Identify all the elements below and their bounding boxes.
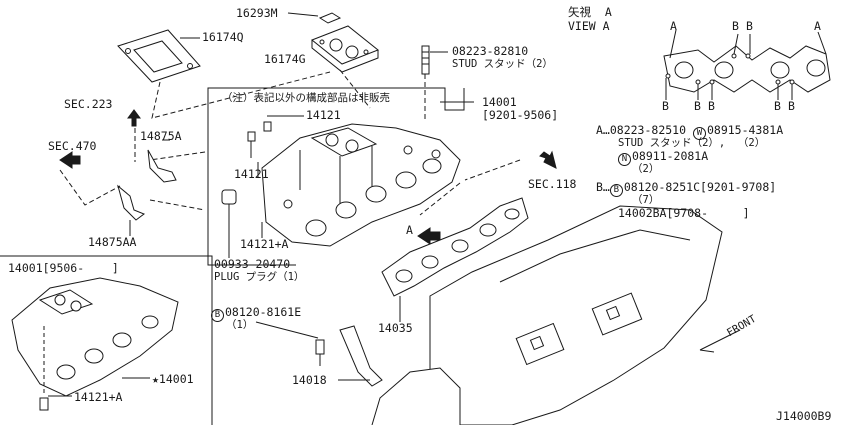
label-16293m: 16293M [236, 6, 278, 20]
legend-w-qty: （2） [737, 137, 766, 149]
view-a-callout-a2: A [814, 19, 821, 33]
legend-a-pn: 08223-82510 [609, 123, 687, 137]
label-sec223[interactable]: SEC.223 [64, 97, 113, 111]
label-14035: 14035 [378, 321, 413, 335]
legend-b-date: [9201-9708] [700, 180, 777, 194]
legend-b-pn: 08120-8251C [623, 180, 701, 194]
view-a-title-en: VIEW A [568, 19, 610, 33]
label-plug-desc: PLUG プラグ（1） [214, 271, 305, 283]
stud-08223-82810[interactable] [421, 45, 430, 75]
label-14875a: 14875A [140, 129, 182, 143]
view-a-callout-b3: B [662, 99, 669, 113]
legend-n-qty: （2） [632, 163, 660, 175]
legend-b-alt: 14002BA[9708- ] [618, 206, 750, 220]
gasket-14035[interactable] [381, 197, 529, 297]
label-stud-desc: STUD スタッド（2） [452, 58, 553, 70]
view-a-title-jp: 矢視 A [568, 5, 612, 19]
inset-frame [0, 255, 213, 425]
bolt-14121-mid[interactable] [247, 131, 256, 158]
insulator-16174g[interactable] [311, 25, 379, 73]
diagram-code: J14000B9 [776, 409, 832, 423]
label-sec118[interactable]: SEC.118 [528, 177, 577, 191]
label-16174g: 16174G [264, 52, 306, 66]
hose-14875aa[interactable] [117, 184, 146, 221]
bolt-pn: 08120-8161E [225, 305, 302, 319]
sec118-arrow[interactable] [539, 150, 557, 169]
view-a-gasket[interactable] [663, 45, 831, 93]
intake-manifold-14001[interactable] [261, 123, 461, 247]
view-a-arrow[interactable] [417, 227, 441, 245]
main-assembly-frame [207, 87, 465, 266]
bolt-mark-b: B [211, 309, 224, 322]
label-sec470[interactable]: SEC.470 [48, 139, 97, 153]
label-14875aa: 14875AA [88, 235, 137, 249]
part-16293m[interactable] [318, 12, 342, 24]
front-arrow [699, 329, 741, 353]
label-stud-pn: 08223-82810 [452, 44, 529, 58]
legend-n-mark: N [618, 153, 631, 166]
view-a-callout-a1: A [670, 19, 677, 33]
view-a-callout-b4: B [694, 99, 701, 113]
label-arrow-a: A [406, 223, 413, 237]
inset-manifold-14001[interactable] [11, 277, 179, 411]
legend-b-mark: B [609, 184, 623, 197]
view-a-callout-b5: B [708, 99, 715, 113]
label-16174q: 16174Q [202, 30, 244, 44]
legend-b-qty: （7） [632, 194, 660, 206]
view-a-callout-b7: B [788, 99, 795, 113]
sec470-arrow[interactable] [59, 151, 81, 169]
legend-a-label: A… [596, 123, 610, 137]
legend-w-pn: 08915-4381A [706, 123, 784, 137]
label-14121-mid: 14121 [234, 167, 269, 181]
bolt-14121-top[interactable] [263, 115, 272, 132]
inset-label-14001: ★14001 [152, 372, 194, 386]
label-bolt-qty: （1） [226, 319, 254, 331]
bracket-14018[interactable] [339, 325, 383, 387]
legend-a-desc-text: STUD スタッド（2）, [618, 137, 726, 149]
inset-label-14121a: 14121+A [74, 390, 123, 404]
sec223-arrow[interactable] [127, 109, 141, 127]
legend-w-mark: W [692, 127, 706, 140]
inset-title: 14001[9506- ] [8, 261, 119, 275]
label-14121a: 14121+A [240, 237, 289, 251]
hose-14875a[interactable] [147, 149, 177, 183]
legend-n-pn: 08911-2081A [632, 149, 709, 163]
note-non-sale: （注）表記以外の構成部品は非販売 [222, 92, 390, 104]
label-14001: 14001 [482, 95, 517, 109]
view-a-callout-b1: B [732, 19, 739, 33]
view-a-callout-b6: B [774, 99, 781, 113]
legend-a-desc: STUD スタッド（2）, （2） [618, 137, 765, 150]
bolt-08120-8161e[interactable] [315, 339, 325, 366]
view-a-callout-b2: B [746, 19, 753, 33]
label-14121-top: 14121 [306, 108, 341, 122]
engine-block [371, 205, 723, 425]
view-a-callout-lines [665, 29, 827, 100]
label-14018: 14018 [292, 373, 327, 387]
legend-b-label: B… [596, 180, 610, 194]
label-14001-date: [9201-9506] [482, 108, 559, 122]
gasket-16174q[interactable] [117, 29, 201, 83]
plug-00933-20470[interactable] [221, 189, 237, 205]
label-plug-pn: 00933-20470 [214, 257, 291, 271]
